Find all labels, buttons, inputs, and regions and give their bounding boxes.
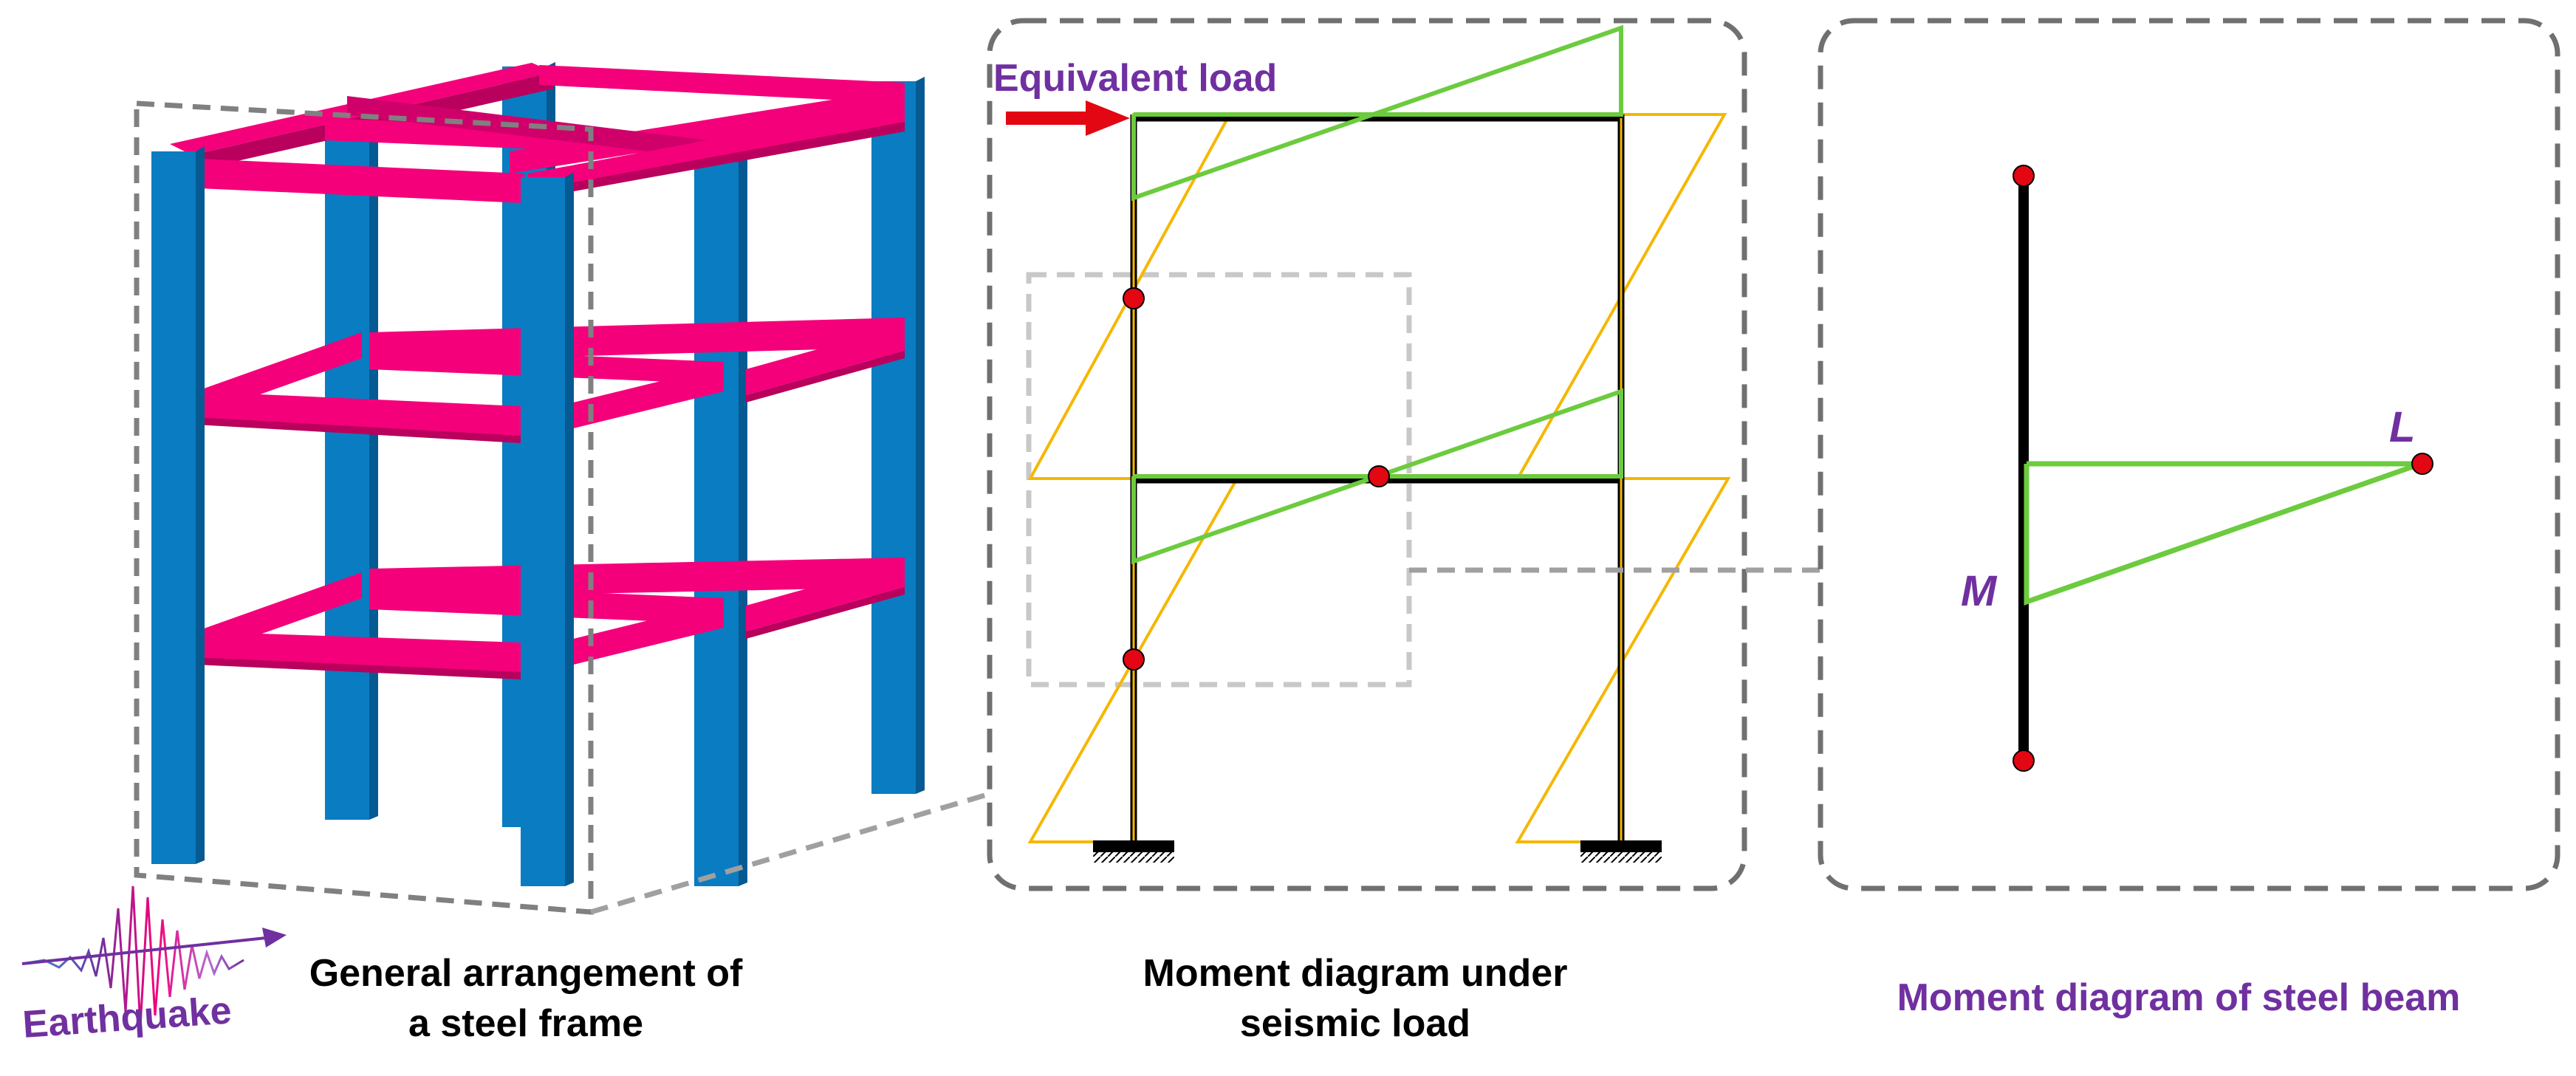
beam-moment-diagram [1131,24,1623,565]
seismic-caption-line2: seismic load [1240,1002,1470,1045]
frame-caption-line1: General arrangement of [309,952,743,995]
beam-panel-border [1818,18,2560,891]
equivalent-load-label: Equivalent load [993,57,1277,100]
hinge-bottom [2012,750,2035,772]
beam-end-label-L: L [2389,403,2415,451]
hinge-beam-end [2411,453,2433,475]
steel-frame-3d [134,62,925,915]
frame-caption-line2: a steel frame [408,1002,643,1045]
connector-line-frame [590,791,990,915]
beam-detail [2012,165,2433,772]
earthquake-wave-icon [21,885,287,1027]
equivalent-load-arrow [1006,100,1130,136]
earthquake-label: Earthquake [21,989,233,1046]
plastic-hinges [1123,287,1390,671]
hinge-top [2012,165,2035,187]
beam-caption: Moment diagram of steel beam [1897,976,2461,1019]
beam-end-label-M: M [1961,567,1998,615]
fixed-supports [1093,840,1662,863]
front-columns [151,146,574,886]
seismic-panel-border [987,18,1747,891]
seismic-caption-line1: Moment diagram under [1143,952,1568,995]
